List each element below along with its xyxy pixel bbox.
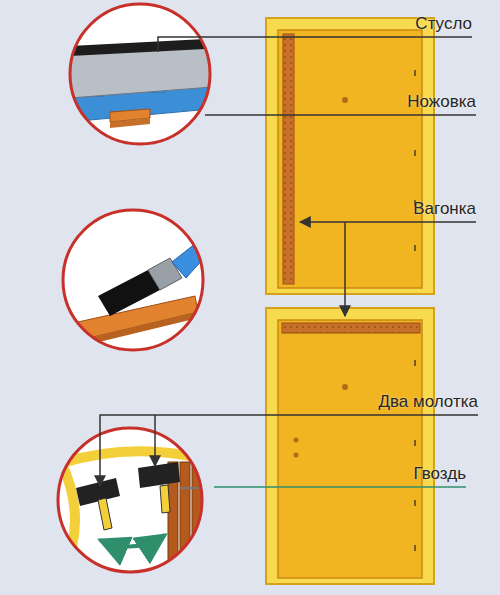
door [266,308,434,584]
mitre-box-inset [60,4,225,144]
door [266,18,434,294]
leader-line [214,486,466,488]
tool-label: Стусло [415,15,472,34]
part-label: Гвоздь [413,465,466,484]
leader-line [100,37,478,486]
tool-label: Ножовка [407,93,476,112]
material-label: Вагонка [413,200,476,219]
hammer-inset [40,428,214,580]
brush-inset [60,210,222,350]
tool-label: Два молотка [378,393,478,412]
